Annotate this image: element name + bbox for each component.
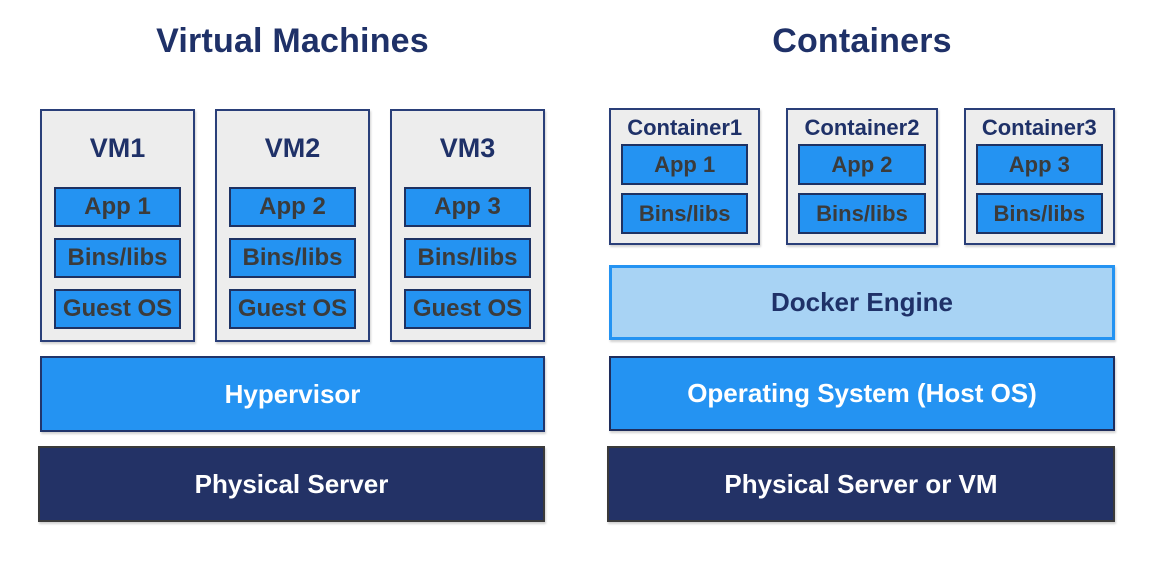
app-layer: App 1 xyxy=(621,144,749,185)
bins-libs-layer: Bins/libs xyxy=(798,193,926,234)
right-panel-title: Containers xyxy=(772,22,952,60)
app-layer: App 2 xyxy=(229,187,356,227)
container-box-3: Container3 App 3 Bins/libs xyxy=(963,108,1115,245)
guest-os-layer: Guest OS xyxy=(54,289,181,329)
container-name: Container1 xyxy=(627,115,743,140)
container-row: Container1 App 1 Bins/libs Container2 Ap… xyxy=(609,108,1115,245)
guest-os-layer: Guest OS xyxy=(229,289,356,329)
vm-box-2: VM2 App 2 Bins/libs Guest OS xyxy=(215,109,370,342)
app-layer: App 2 xyxy=(798,144,926,185)
vm-box-3: VM3 App 3 Bins/libs Guest OS xyxy=(390,109,545,342)
physical-server-bar: Physical Server xyxy=(38,446,545,522)
vm-name: VM2 xyxy=(264,133,321,163)
bins-libs-layer: Bins/libs xyxy=(229,238,356,278)
app-layer: App 3 xyxy=(404,187,531,227)
host-os-bar: Operating System (Host OS) xyxy=(609,356,1115,431)
bins-libs-layer: Bins/libs xyxy=(54,238,181,278)
bins-libs-layer: Bins/libs xyxy=(975,193,1103,234)
vm-name: VM1 xyxy=(89,133,146,163)
left-panel-title: Virtual Machines xyxy=(156,22,429,60)
hypervisor-bar: Hypervisor xyxy=(40,356,545,432)
bins-libs-layer: Bins/libs xyxy=(621,193,749,234)
app-layer: App 3 xyxy=(975,144,1103,185)
app-layer: App 1 xyxy=(54,187,181,227)
vm-box-1: VM1 App 1 Bins/libs Guest OS xyxy=(40,109,195,342)
container-name: Container2 xyxy=(804,115,920,140)
container-box-2: Container2 App 2 Bins/libs xyxy=(786,108,938,245)
bins-libs-layer: Bins/libs xyxy=(404,238,531,278)
container-box-1: Container1 App 1 Bins/libs xyxy=(609,108,761,245)
docker-engine-bar: Docker Engine xyxy=(609,265,1115,340)
guest-os-layer: Guest OS xyxy=(404,289,531,329)
vm-name: VM3 xyxy=(439,133,496,163)
vm-row: VM1 App 1 Bins/libs Guest OS VM2 App 2 B… xyxy=(40,109,545,342)
physical-server-or-vm-bar: Physical Server or VM xyxy=(607,446,1115,522)
container-name: Container3 xyxy=(981,115,1097,140)
